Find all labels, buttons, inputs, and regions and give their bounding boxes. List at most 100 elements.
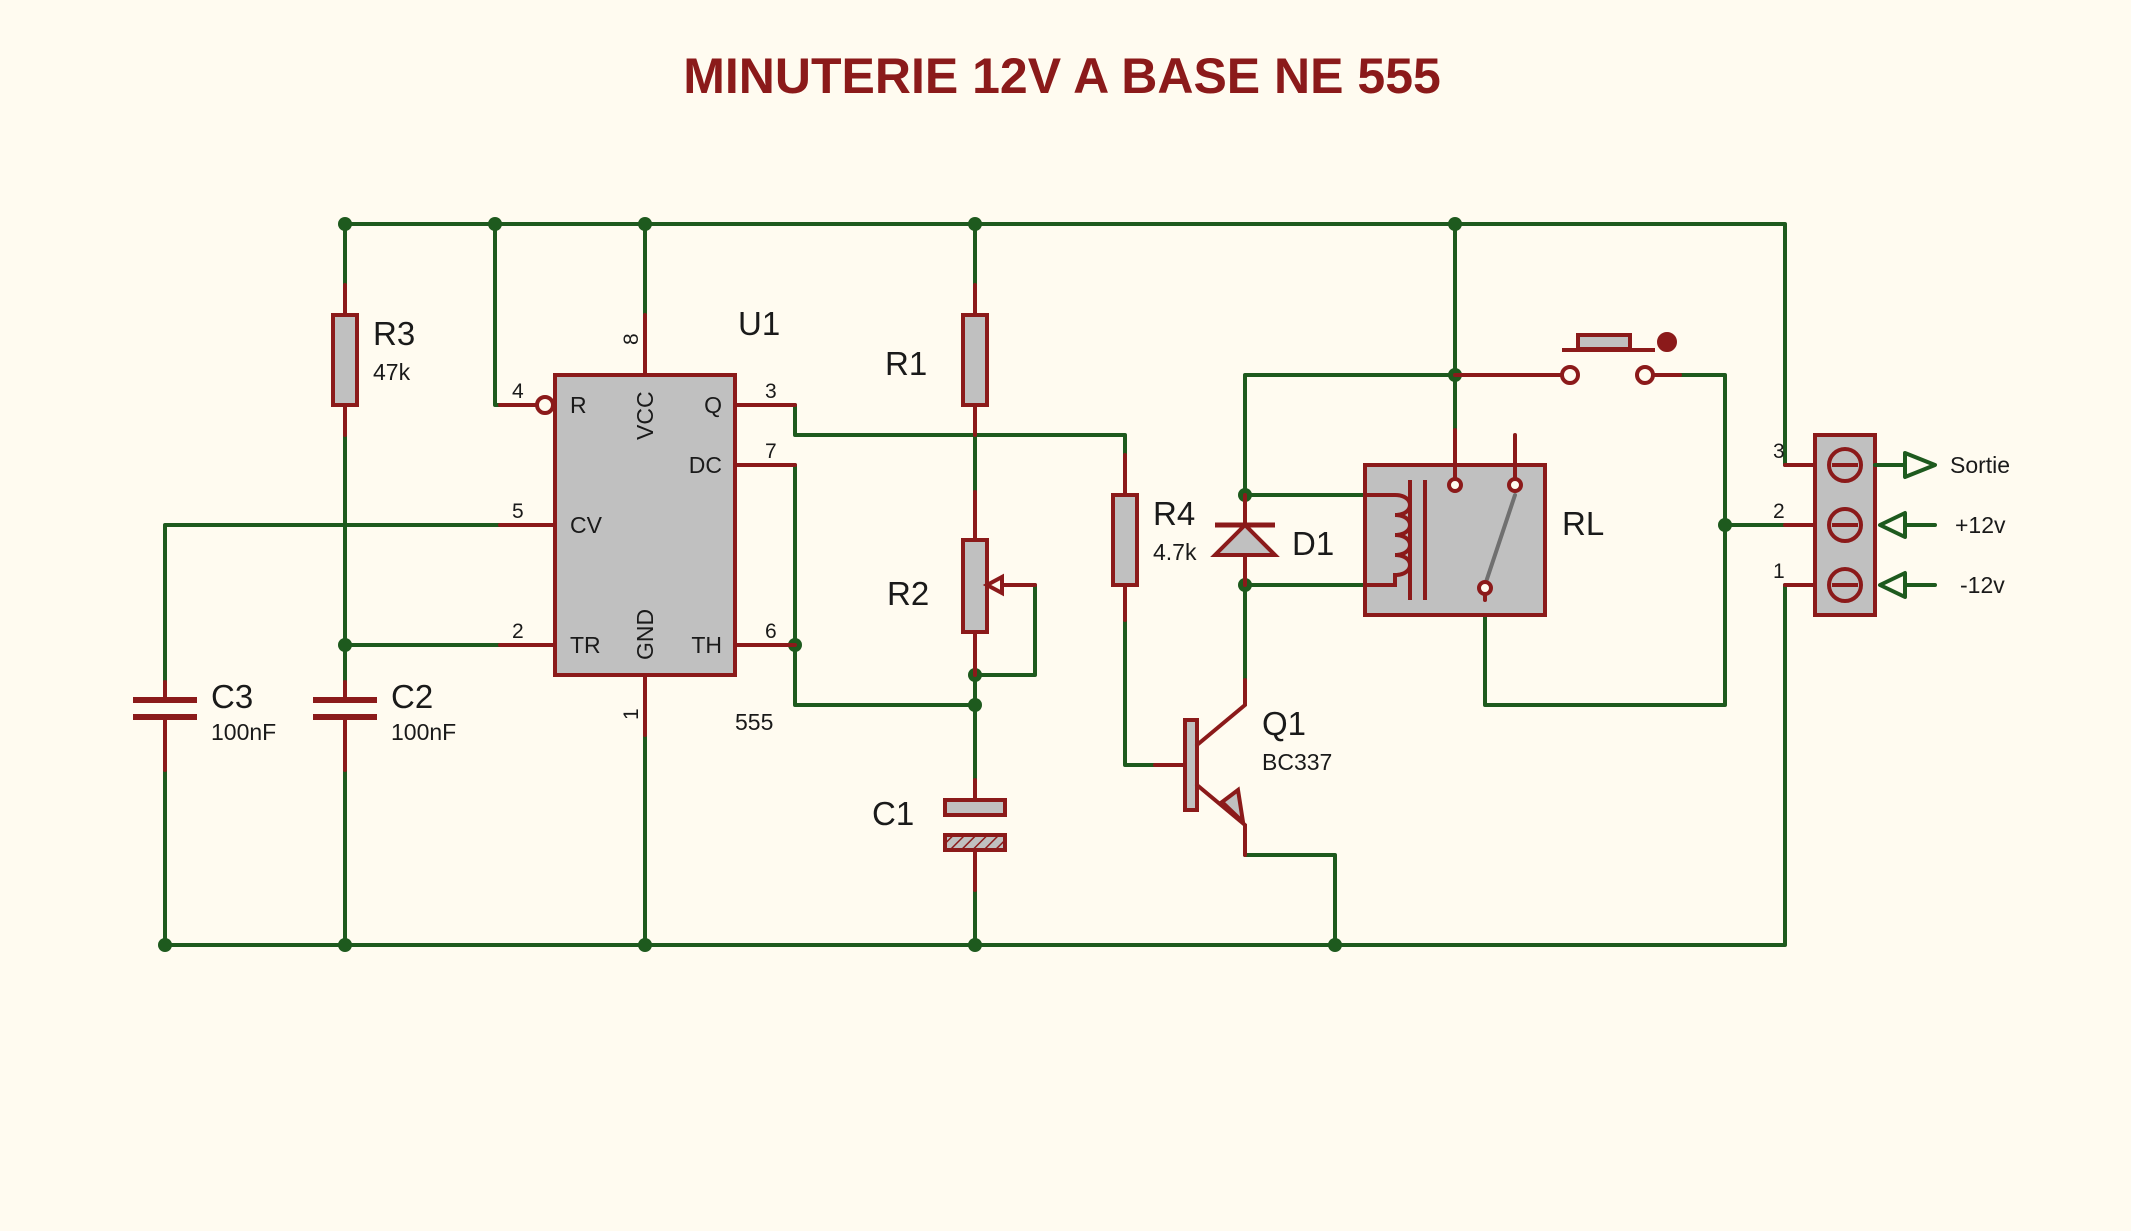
c2-value-label: 100nF — [391, 719, 456, 745]
u1-pin-number-7: 7 — [765, 440, 777, 463]
terminal-block-connector: 3 2 1 Sortie +12v -12v — [1773, 433, 2010, 617]
q1-transistor: Q1 BC337 — [1153, 678, 1332, 857]
u1-pin-number-3: 3 — [765, 380, 777, 403]
u1-pin-name-th: TH — [691, 632, 722, 658]
c3-capacitor: C3 100nF — [133, 678, 276, 772]
junction — [338, 217, 352, 231]
r3-body — [331, 313, 359, 407]
minus12-label: -12v — [1960, 572, 2005, 598]
c3-value-label: 100nF — [211, 719, 276, 745]
junction — [968, 938, 982, 952]
r1-body — [961, 313, 989, 407]
wire-reset — [493, 222, 502, 407]
junction — [968, 217, 982, 231]
r3-resistor: R3 47k — [331, 283, 415, 437]
u1-timer-555: R CV TR Q DC TH VCC GND 4 5 2 3 7 6 8 1 … — [498, 305, 797, 737]
r4-ref-label: R4 — [1153, 495, 1195, 532]
d1-ref-label: D1 — [1292, 525, 1334, 562]
rl-contact-common — [1447, 477, 1463, 493]
connector-screw-2 — [1827, 507, 1863, 543]
u1-pin-name-vcc: VCC — [632, 391, 658, 440]
connector-screw-3 — [1827, 447, 1863, 483]
junction — [1448, 217, 1462, 231]
rl-relay: RL — [1363, 428, 1604, 617]
c1-electrolytic-capacitor: C1 — [872, 778, 1007, 892]
junction — [968, 698, 982, 712]
u1-reset-bubble — [535, 395, 555, 415]
sortie-label: Sortie — [1950, 452, 2010, 478]
u1-pin-number-2: 2 — [512, 620, 524, 643]
u1-ref-label: U1 — [738, 305, 780, 342]
sortie-arrow-icon — [1903, 451, 1937, 479]
c3-ref-label: C3 — [211, 678, 253, 715]
q1-collector-lead — [1195, 678, 1247, 747]
r2-ref-label: R2 — [887, 575, 929, 612]
u1-pin-number-4: 4 — [512, 380, 524, 403]
junction — [338, 938, 352, 952]
wire-output — [793, 403, 1127, 457]
wire-button-out — [1483, 373, 1727, 707]
connector-pin-number-3: 3 — [1773, 440, 1785, 463]
q1-base-bar — [1183, 718, 1199, 812]
junction — [488, 217, 502, 231]
junction — [638, 217, 652, 231]
u1-value-label: 555 — [735, 709, 773, 735]
r1-ref-label: R1 — [885, 345, 927, 382]
r4-resistor: R4 4.7k — [1111, 453, 1197, 622]
r2-wiper-arrow-icon — [982, 573, 1004, 597]
wire-r4-base — [1123, 583, 1157, 767]
q1-value-label: BC337 — [1262, 749, 1332, 775]
q1-emitter-arrow-icon — [1218, 786, 1246, 828]
r2-potentiometer: R2 — [887, 490, 1037, 677]
plus12-label: +12v — [1955, 512, 2006, 538]
connector-pin-number-1: 1 — [1773, 560, 1785, 583]
u1-pin-number-1: 1 — [620, 708, 643, 720]
c1-ref-label: C1 — [872, 795, 914, 832]
connector-screw-1 — [1827, 567, 1863, 603]
u1-pin-number-6: 6 — [765, 620, 777, 643]
d1-anode-triangle — [1210, 522, 1280, 557]
button-contact-right — [1635, 365, 1655, 385]
u1-pin-name-cv: CV — [570, 512, 603, 538]
junction — [338, 638, 352, 652]
q1-ref-label: Q1 — [1262, 705, 1306, 742]
r3-ref-label: R3 — [373, 315, 415, 352]
r1-resistor: R1 — [885, 283, 989, 437]
minus12-arrow-icon — [1878, 571, 1907, 599]
button-indicator-icon — [1657, 332, 1677, 352]
button-cap — [1576, 333, 1632, 351]
r3-value-label: 47k — [373, 359, 411, 385]
wire-emitter — [1243, 853, 1337, 947]
wire-discharge — [793, 463, 977, 707]
connector-pin-number-2: 2 — [1773, 500, 1785, 523]
u1-pin-name-gnd: GND — [632, 609, 658, 660]
c2-ref-label: C2 — [391, 678, 433, 715]
c1-plate-positive — [943, 798, 1007, 817]
push-button-switch — [1453, 332, 1682, 385]
wire-diode-top — [1243, 373, 1457, 497]
d1-diode: D1 — [1210, 493, 1334, 587]
junction — [1718, 518, 1732, 532]
u1-pin-number-5: 5 — [512, 500, 524, 523]
r2-body — [961, 538, 989, 634]
schematic-title: MINUTERIE 12V A BASE NE 555 — [683, 48, 1441, 104]
r4-value-label: 4.7k — [1153, 539, 1197, 565]
junction — [158, 938, 172, 952]
rl-switch-arm — [1483, 493, 1517, 587]
u1-pin-name-q: Q — [704, 392, 722, 418]
junction — [1328, 938, 1342, 952]
wire-bottom-rail — [163, 583, 1812, 947]
r4-body — [1111, 493, 1139, 587]
u1-pin-number-8: 8 — [620, 333, 643, 345]
button-contact-left — [1560, 365, 1580, 385]
u1-pin-name-r: R — [570, 392, 587, 418]
c1-plate-negative — [943, 833, 1007, 852]
rl-ref-label: RL — [1562, 505, 1604, 542]
wire-cv-c3 — [163, 523, 502, 684]
c2-capacitor: C2 100nF — [313, 678, 456, 772]
u1-pin-name-dc: DC — [689, 452, 722, 478]
plus12-arrow-icon — [1878, 511, 1907, 539]
u1-pin-name-tr: TR — [570, 632, 601, 658]
junction — [638, 938, 652, 952]
